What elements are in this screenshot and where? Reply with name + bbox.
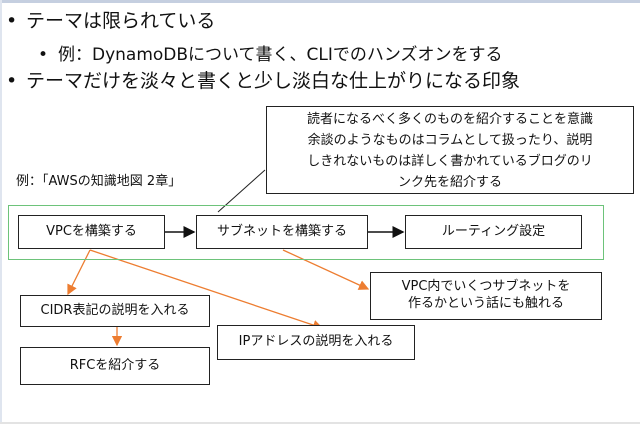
main-flow-group — [8, 205, 604, 260]
bullet-text: テーマは限られている — [26, 10, 216, 32]
example-label: 例：「AWSの知識地図 2章」 — [16, 174, 182, 189]
step-subnet-box: サブネットを構築する — [196, 215, 368, 249]
detail-ipaddress-box: IPアドレスの説明を入れる — [217, 325, 415, 360]
bullet-text: テーマだけを淡々と書くと少し淡白な仕上がりになる印象 — [26, 70, 521, 92]
slide-bottom-rule — [0, 422, 640, 424]
arrow-vpc-to-cidr — [67, 249, 91, 296]
bullet-item-1: • テーマは限られている — [6, 6, 215, 33]
detail-rfc-box: RFCを紹介する — [20, 347, 210, 385]
bullet-item-2: • 例：DynamoDBについて書く、CLIでのハンズオンをする — [38, 40, 503, 65]
detail-cidr-box: CIDR表記の説明を入れる — [20, 295, 210, 327]
step-vpc-box: VPCを構築する — [18, 215, 165, 249]
step-routing-box: ルーティング設定 — [405, 215, 582, 249]
bullet-marker: • — [6, 10, 18, 32]
slide-left-rule — [0, 0, 2, 424]
detail-subnet-count-box: VPC内でいくつサブネットを 作るかという話にも触れる — [370, 272, 602, 320]
slide-top-rule — [0, 0, 640, 3]
arrow-subnet-to-vpc-note — [282, 249, 370, 290]
bullet-item-3: • テーマだけを淡々と書くと少し淡白な仕上がりになる印象 — [6, 66, 520, 93]
bullet-marker: • — [38, 45, 49, 65]
bullet-marker: • — [6, 70, 18, 92]
bullet-text: 例：DynamoDBについて書く、CLIでのハンズオンをする — [58, 45, 503, 65]
arrow-vpc-to-ipaddress — [89, 249, 324, 331]
note-box: 読者になるべく多くのものを紹介することを意識 余談のようなものはコラムとして扱っ… — [266, 106, 634, 194]
